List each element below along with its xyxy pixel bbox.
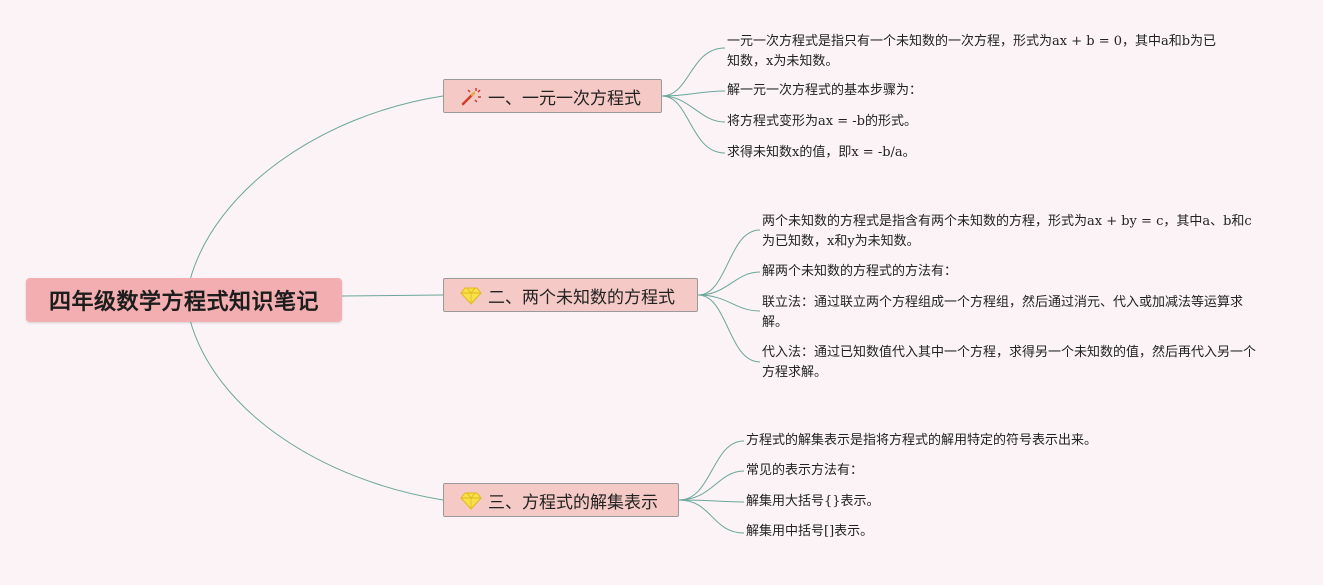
connector-b3-leaf-4 xyxy=(678,499,745,534)
branch-node-3[interactable]: 三、方程式的解集表示 xyxy=(443,483,679,517)
leaf-1-3[interactable]: 将方程式变形为ax = -b的形式。 xyxy=(727,114,917,129)
connector-root-branch-2 xyxy=(341,294,444,297)
branch-node-2[interactable]: 二、两个未知数的方程式 xyxy=(443,278,698,312)
leaf-1-1[interactable]: 一元一次方程式是指只有一个未知数的一次方程，形式为ax + b = 0，其中a和… xyxy=(727,34,1217,69)
leaf-1-2[interactable]: 解一元一次方程式的基本步骤为： xyxy=(727,83,923,98)
connector-b2-leaf-4 xyxy=(697,294,761,363)
connector-b2-leaf-2 xyxy=(697,271,761,296)
connector-root-branch-3 xyxy=(189,319,444,501)
connector-b3-leaf-2 xyxy=(678,470,745,501)
leaf-2-2[interactable]: 解两个未知数的方程式的方法有： xyxy=(762,264,958,279)
leaf-3-4[interactable]: 解集用中括号[]表示。 xyxy=(746,524,874,539)
branch-node-1[interactable]: 一、一元一次方程式 xyxy=(443,79,662,113)
leaf-3-2[interactable]: 常见的表示方法有： xyxy=(746,463,864,478)
connector-b1-leaf-3 xyxy=(661,95,726,123)
leaf-3-1[interactable]: 方程式的解集表示是指将方程式的解用特定的符号表示出来。 xyxy=(746,433,1098,448)
connector-b1-leaf-1 xyxy=(661,47,726,97)
gem-icon xyxy=(460,492,482,510)
branch-title-2: 二、两个未知数的方程式 xyxy=(488,287,675,308)
leaf-1-4[interactable]: 求得未知数x的值，即x = -b/a。 xyxy=(727,145,916,160)
connector-b3-leaf-1 xyxy=(678,440,745,501)
connector-b2-leaf-3 xyxy=(697,294,761,312)
leaf-2-1[interactable]: 两个未知数的方程式是指含有两个未知数的方程，形式为ax + by = c，其中a… xyxy=(762,214,1252,249)
gem-icon xyxy=(460,287,482,305)
connector-b3-leaf-3 xyxy=(678,499,745,503)
magic-wand-icon xyxy=(461,88,481,106)
connector-b2-leaf-1 xyxy=(697,229,761,296)
root-title: 四年级数学方程式知识笔记 xyxy=(48,290,319,315)
root-node[interactable]: 四年级数学方程式知识笔记 xyxy=(26,278,342,322)
leaf-2-4[interactable]: 代入法：通过已知数值代入其中一个方程，求得另一个未知数的值，然后再代入另一个方程… xyxy=(762,345,1257,380)
leaf-2-3[interactable]: 联立法：通过联立两个方程组成一个方程组，然后通过消元、代入或加减法等运算求解。 xyxy=(762,295,1244,330)
branch-title-1: 一、一元一次方程式 xyxy=(488,88,641,109)
connector-b1-leaf-2 xyxy=(661,90,726,97)
connector-b1-leaf-4 xyxy=(661,95,726,154)
connector-root-branch-1 xyxy=(189,95,444,281)
leaf-3-3[interactable]: 解集用大括号{}表示。 xyxy=(746,494,880,509)
branch-title-3: 三、方程式的解集表示 xyxy=(488,492,658,513)
